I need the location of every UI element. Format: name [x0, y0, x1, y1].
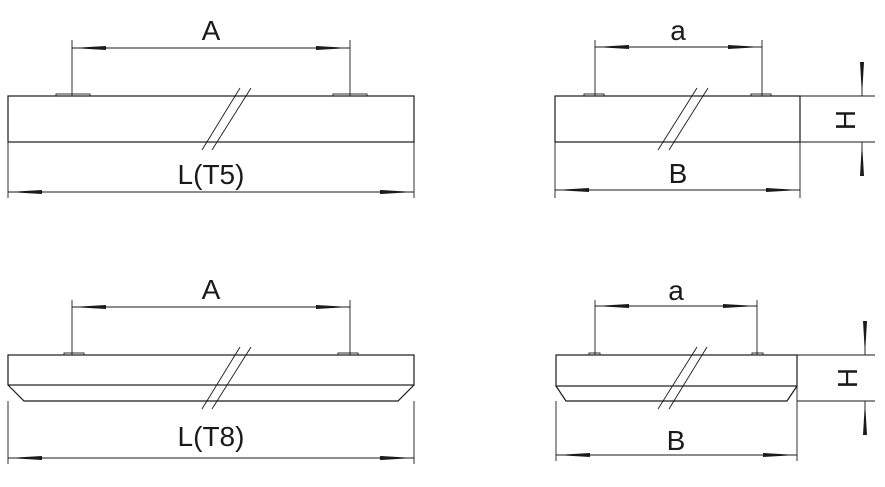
- break-line: [657, 346, 698, 410]
- label-a: a: [668, 275, 684, 306]
- label-L-T5: L(T5): [178, 159, 245, 190]
- label-H: H: [830, 110, 861, 130]
- label-A: A: [202, 15, 221, 46]
- t8-end-diffuser: [555, 385, 798, 402]
- mounting-tab: [583, 93, 605, 97]
- t8-side-view: A L(T8): [7, 274, 415, 464]
- t5-side-view: A L(T5): [7, 15, 415, 198]
- t5-end-body: [554, 95, 801, 143]
- break-line: [668, 346, 708, 410]
- t8-diffuser: [7, 384, 415, 402]
- label-B: B: [667, 425, 686, 456]
- mounting-tab: [750, 93, 772, 97]
- mounting-tab: [55, 93, 91, 97]
- t8-body: [7, 354, 415, 386]
- label-H: H: [832, 368, 863, 388]
- break-line: [201, 87, 241, 151]
- break-line: [211, 346, 252, 410]
- label-B: B: [669, 158, 688, 189]
- mounting-tab: [337, 352, 359, 356]
- mounting-tab: [751, 352, 764, 356]
- mounting-tab: [588, 352, 601, 356]
- break-line: [201, 346, 241, 410]
- label-L-T8: L(T8): [178, 421, 245, 452]
- t5-body: [7, 95, 415, 143]
- break-line: [211, 87, 252, 151]
- break-line: [657, 87, 698, 151]
- t8-end-body: [555, 354, 798, 387]
- break-line: [668, 87, 709, 151]
- t8-end-view: a B H: [555, 275, 875, 461]
- label-A: A: [202, 274, 221, 305]
- mounting-tab: [63, 352, 85, 356]
- label-a: a: [670, 15, 686, 46]
- t5-end-view: a B H: [554, 15, 875, 198]
